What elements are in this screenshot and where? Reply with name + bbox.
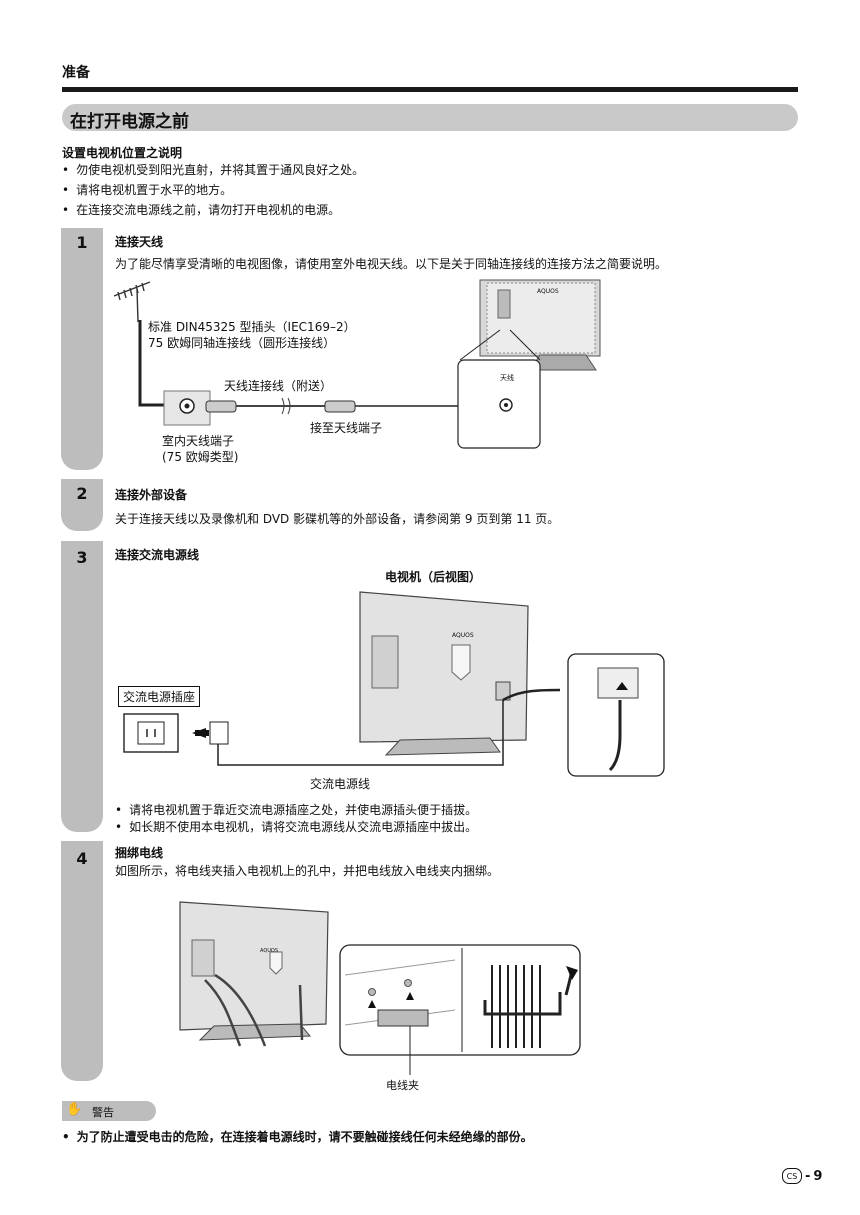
tv-model-label: AQUOS <box>260 948 279 954</box>
clip-label: 电线夹 <box>386 1079 419 1092</box>
power-note: 如长期不使用本电视机，请将交流电源线从交流电源插座中拔出。 <box>115 818 477 835</box>
placement-item: 在连接交流电源线之前，请勿打开电视机的电源。 <box>62 201 340 218</box>
step-title: 捆绑电线 <box>115 846 164 860</box>
placement-heading: 设置电视机位置之说明 <box>62 146 183 160</box>
step-band-2 <box>61 479 103 531</box>
indoor-terminal-type: (75 欧姆类型) <box>162 450 239 464</box>
indoor-terminal-label: 室内天线端子 <box>162 434 235 448</box>
cord-label: 交流电源线 <box>310 777 371 791</box>
page-title: 在打开电源之前 <box>70 112 189 132</box>
power-note: 请将电视机置于靠近交流电源插座之处，并使电源插头便于插拔。 <box>115 801 477 818</box>
cable-label: 天线连接线（附送） <box>224 379 333 393</box>
top-rule <box>62 87 798 92</box>
page-dash: - <box>805 1168 811 1184</box>
step-text: 关于连接天线以及录像机和 DVD 影碟机等的外部设备，请参阅第 9 页到第 11… <box>115 512 560 526</box>
step-band-1 <box>61 228 103 470</box>
step-number: 4 <box>76 849 88 868</box>
plug-note-1: 标准 DIN45325 型插头（IEC169–2） <box>148 320 356 334</box>
hand-stop-icon: ✋ <box>66 1102 83 1117</box>
tv-rear-label: 电视机（后视图） <box>385 570 482 584</box>
step-title: 连接外部设备 <box>115 488 188 502</box>
step-band-4 <box>61 841 103 1081</box>
step-number: 1 <box>76 233 88 252</box>
step-band-3 <box>61 541 103 832</box>
section-label: 准备 <box>62 65 90 81</box>
placement-item: 勿使电视机受到阳光直射，并将其置于通风良好之处。 <box>62 161 364 178</box>
page-footer: CS - 9 <box>782 1168 822 1184</box>
title-bar <box>62 104 798 131</box>
tv-model-label: AQUOS <box>537 288 559 295</box>
warning-label: 警告 <box>92 1106 114 1119</box>
page-number: 9 <box>813 1168 823 1184</box>
warning-text: 为了防止遭受电击的危险，在连接着电源线时，请不要触碰接线任何未经绝缘的部份。 <box>62 1128 533 1145</box>
placement-item: 请将电视机置于水平的地方。 <box>62 181 232 198</box>
step-title: 连接交流电源线 <box>115 548 200 562</box>
step-number: 2 <box>76 484 88 503</box>
plug-note-2: 75 欧姆同轴连接线（圆形连接线） <box>148 336 336 350</box>
connect-to-label: 接至天线端子 <box>310 421 383 435</box>
outlet-label: 交流电源插座 <box>118 686 201 707</box>
language-badge: CS <box>782 1168 802 1184</box>
warning-badge <box>62 1101 156 1121</box>
step-number: 3 <box>76 548 88 567</box>
tv-model-label: AQUOS <box>452 632 474 639</box>
antenna-jack-label: 天线 <box>500 374 514 382</box>
step-title: 连接天线 <box>115 235 164 249</box>
step-text: 为了能尽情享受清晰的电视图像，请使用室外电视天线。以下是关于同轴连接线的连接方法… <box>115 257 668 271</box>
step-text: 如图所示，将电线夹插入电视机上的孔中，并把电线放入电线夹内捆绑。 <box>115 864 500 878</box>
